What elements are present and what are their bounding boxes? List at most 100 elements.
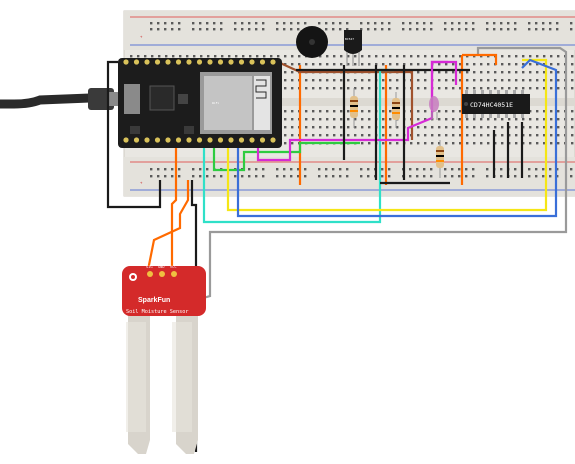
ic-leg [465, 114, 468, 118]
breadboard-hole [542, 28, 545, 31]
breadboard-hole [297, 175, 300, 178]
breadboard-hole [514, 22, 517, 25]
breadboard-hole [480, 87, 483, 90]
breadboard-hole [325, 22, 328, 25]
breadboard-hole [206, 168, 209, 171]
breadboard-hole [346, 22, 349, 25]
breadboard-hole [409, 28, 412, 31]
wifi-marking: WiFi [212, 101, 219, 105]
breadboard-hole [473, 134, 476, 137]
breadboard-hole [535, 175, 538, 178]
breadboard-hole [192, 168, 195, 171]
breadboard-hole [137, 55, 140, 58]
breadboard-hole [207, 55, 210, 58]
breadboard-hole [452, 134, 455, 137]
breadboard-hole [570, 28, 573, 31]
breadboard-hole [382, 118, 385, 121]
breadboard-hole [389, 79, 392, 82]
breadboard-hole [361, 142, 364, 145]
breadboard-hole [473, 142, 476, 145]
header-pin [186, 137, 192, 143]
breadboard-hole [452, 142, 455, 145]
breadboard-hole [444, 168, 447, 171]
breadboard-hole [431, 126, 434, 129]
breadboard-hole [500, 28, 503, 31]
breadboard-hole [480, 118, 483, 121]
breadboard-hole [241, 22, 244, 25]
breadboard-hole [543, 87, 546, 90]
breadboard-hole [494, 126, 497, 129]
breadboard-hole [571, 126, 574, 129]
breadboard-hole [332, 22, 335, 25]
breadboard-hole [297, 28, 300, 31]
breadboard-hole [319, 110, 322, 113]
breadboard-hole [458, 175, 461, 178]
breadboard-hole [515, 126, 518, 129]
breadboard-hole [347, 63, 350, 66]
breadboard-hole [319, 126, 322, 129]
breadboard-hole [536, 71, 539, 74]
breadboard-hole [424, 134, 427, 137]
breadboard-hole [262, 175, 265, 178]
breadboard-hole [255, 175, 258, 178]
breadboard-hole [283, 22, 286, 25]
breadboard-hole [424, 55, 427, 58]
breadboard-hole [515, 79, 518, 82]
breadboard-hole [466, 126, 469, 129]
breadboard-hole [480, 142, 483, 145]
breadboard-hole [424, 118, 427, 121]
breadboard-hole [283, 28, 286, 31]
header-pin [123, 137, 129, 143]
breadboard-hole [360, 28, 363, 31]
breadboard-hole [508, 126, 511, 129]
breadboard-hole [298, 55, 301, 58]
breadboard-hole [284, 134, 287, 137]
breadboard-hole [325, 175, 328, 178]
breadboard-hole [423, 175, 426, 178]
breadboard-hole [367, 175, 370, 178]
breadboard-hole [459, 142, 462, 145]
breadboard-hole [381, 22, 384, 25]
breadboard-hole [466, 134, 469, 137]
breadboard-hole [424, 71, 427, 74]
breadboard-hole [326, 134, 329, 137]
ic-leg [497, 114, 500, 118]
wire-magenta-up [430, 60, 458, 100]
breadboard-hole [382, 63, 385, 66]
breadboard-hole [347, 79, 350, 82]
nodemcu-pins [123, 59, 276, 143]
breadboard-hole [549, 175, 552, 178]
breadboard-hole [466, 79, 469, 82]
breadboard-hole [340, 55, 343, 58]
breadboard-hole [291, 110, 294, 113]
breadboard-hole [515, 142, 518, 145]
breadboard-hole [508, 79, 511, 82]
breadboard-hole [557, 87, 560, 90]
breadboard-hole [535, 168, 538, 171]
ic-leg [513, 90, 516, 94]
breadboard-hole [206, 22, 209, 25]
breadboard-hole [452, 63, 455, 66]
header-pin [259, 137, 266, 143]
breadboard-hole [445, 87, 448, 90]
breadboard-hole [529, 118, 532, 121]
breadboard-hole [242, 55, 245, 58]
breadboard-hole [501, 118, 504, 121]
breadboard-hole [430, 22, 433, 25]
header-pin [238, 59, 245, 65]
breadboard-hole [423, 28, 426, 31]
ic-leg [505, 90, 508, 94]
breadboard-hole [340, 118, 343, 121]
breadboard-hole [445, 63, 448, 66]
breadboard-hole [192, 22, 195, 25]
breadboard-hole [410, 55, 413, 58]
breadboard-hole [508, 134, 511, 137]
breadboard-hole [367, 28, 370, 31]
breadboard-hole [487, 126, 490, 129]
breadboard-hole [529, 79, 532, 82]
breadboard-hole [291, 55, 294, 58]
breadboard-hole [494, 79, 497, 82]
breadboard-hole [319, 63, 322, 66]
breadboard-hole [570, 168, 573, 171]
breadboard-hole [234, 22, 237, 25]
